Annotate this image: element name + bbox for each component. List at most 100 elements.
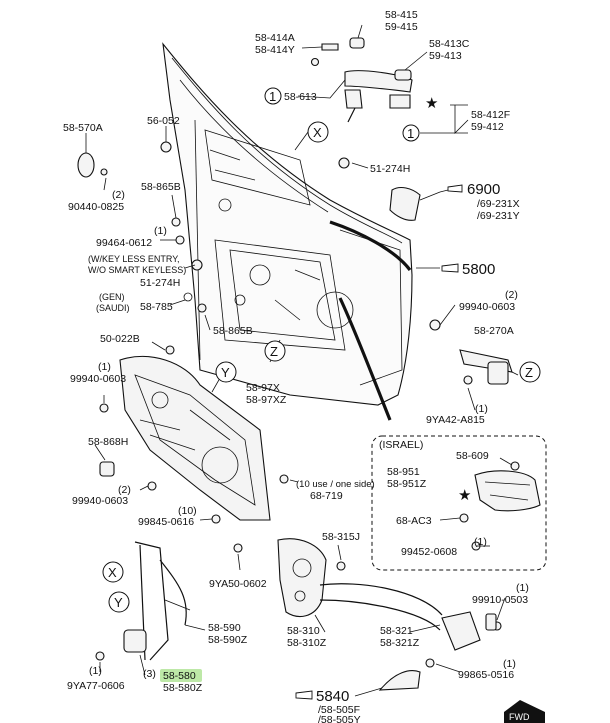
label-58-590Z: 58-590Z xyxy=(208,634,248,646)
label-58-414A: 58-414A xyxy=(255,32,295,44)
marker-1-text: 1 xyxy=(269,89,276,104)
label-qty-1: (1) xyxy=(516,582,529,594)
label-58-505Y: /58-505Y xyxy=(318,714,361,723)
ref-markers: 1 1 X X Y Y Z Z xyxy=(102,87,541,613)
ref-arrow-icon xyxy=(295,690,313,700)
label-58-865B-bottom: 58-865B xyxy=(213,325,253,337)
note-gen: (GEN) xyxy=(99,292,125,302)
label-99940-0603-bottom: 99940-0603 xyxy=(72,495,128,507)
label-59-415: 59-415 xyxy=(385,21,418,33)
label-qty-1: (1) xyxy=(89,665,102,677)
highlight-58-580 xyxy=(160,669,202,682)
inner-handle xyxy=(441,611,497,651)
marker-z-text: Z xyxy=(270,344,278,359)
ref-arrow-icon xyxy=(441,263,459,273)
handle-bezel xyxy=(389,186,421,221)
label-58-412F: 58-412F xyxy=(471,109,510,121)
label-99845-0616: 99845-0616 xyxy=(138,516,194,528)
marker-1 xyxy=(402,124,420,142)
label-99910-0503: 99910-0503 xyxy=(472,594,528,606)
label-5800: 5800 xyxy=(462,261,495,278)
label-qty-1: (1) xyxy=(98,361,111,373)
marker-y-text: Y xyxy=(221,365,230,380)
label-58-415: 58-415 xyxy=(385,9,418,21)
fwd-label: FWD xyxy=(509,712,530,722)
inner-panel-module xyxy=(119,356,271,521)
marker-x-text: X xyxy=(108,565,117,580)
label-68-719: 68-719 xyxy=(310,490,343,502)
label-58-97XZ: 58-97XZ xyxy=(246,394,287,406)
label-99940-0603-right: 99940-0603 xyxy=(459,301,515,313)
part-labels: 58-415 59-415 58-414A 58-414Y 58-413C 59… xyxy=(63,9,529,723)
label-99452-0608: 99452-0608 xyxy=(401,546,457,558)
israel-part xyxy=(474,470,541,512)
label-58-785: 58-785 xyxy=(140,301,173,313)
label-qty-1: (1) xyxy=(503,658,516,670)
label-59-413: 59-413 xyxy=(429,50,462,62)
marker-z xyxy=(264,340,286,362)
label-51-274H-top: 51-274H xyxy=(370,163,410,175)
label-58-951Z: 58-951Z xyxy=(387,478,427,490)
label-qty-2: (2) xyxy=(505,289,518,301)
door-latch xyxy=(277,538,327,618)
marker-x xyxy=(102,561,124,583)
window-regulator xyxy=(123,541,191,661)
label-qty-3: (3) xyxy=(143,668,156,680)
label-qty-10: (10) xyxy=(178,505,197,517)
marker-z xyxy=(519,361,541,383)
label-58-570A: 58-570A xyxy=(63,122,103,134)
note-use-per-side: (10 use / one side) xyxy=(296,479,375,490)
label-59-412: 59-412 xyxy=(471,121,504,133)
label-58-315J: 58-315J xyxy=(322,531,360,543)
marker-y xyxy=(108,591,130,613)
label-qty-2: (2) xyxy=(118,484,131,496)
marker-1-text: 1 xyxy=(407,126,414,141)
note-keyless-line1: (W/KEY LESS ENTRY, xyxy=(88,254,180,264)
label-56-052: 56-052 xyxy=(147,115,180,127)
label-69-231X: /69-231X xyxy=(477,198,520,210)
label-99940-0603-left: 99940-0603 xyxy=(70,373,126,385)
label-58-310Z: 58-310Z xyxy=(287,637,327,649)
label-israel: (ISRAEL) xyxy=(379,439,423,451)
label-58-270A: 58-270A xyxy=(474,325,514,337)
marker-y xyxy=(215,361,237,383)
marker-1 xyxy=(264,87,282,105)
star-marker: ★ xyxy=(458,487,471,504)
label-68-AC3: 68-AC3 xyxy=(396,515,432,527)
label-qty-2: (2) xyxy=(112,189,125,201)
label-58-590: 58-590 xyxy=(208,622,241,634)
label-99865-0516: 99865-0516 xyxy=(458,669,514,681)
note-saudi: (SAUDI) xyxy=(96,303,130,313)
label-58-321Z: 58-321Z xyxy=(380,637,420,649)
label-qty-1: (1) xyxy=(154,225,167,237)
outer-handle-assembly xyxy=(310,37,421,221)
label-9YA42-A815: 9YA42-A815 xyxy=(426,414,485,426)
star-marker: ★ xyxy=(425,95,438,112)
label-99464-0612: 99464-0612 xyxy=(96,237,152,249)
label-qty-1: (1) xyxy=(474,536,487,548)
label-58-580: 58-580 xyxy=(163,670,196,682)
label-9YA50-0602: 9YA50-0602 xyxy=(209,578,267,590)
label-58-310: 58-310 xyxy=(287,625,320,637)
label-6900: 6900 xyxy=(467,181,500,198)
weatherstrip-5800 xyxy=(338,297,392,421)
lock-switch-part xyxy=(378,670,421,691)
weatherstrip-6900 xyxy=(329,220,412,271)
israel-inset xyxy=(371,435,547,571)
fwd-arrow-icon xyxy=(504,700,545,723)
lock-cable xyxy=(319,583,443,616)
label-58-580Z: 58-580Z xyxy=(163,682,203,694)
label-69-231Y: /69-231Y xyxy=(477,210,520,222)
label-58-414Y: 58-414Y xyxy=(255,44,295,56)
door-shell xyxy=(162,42,413,406)
label-qty-1: (1) xyxy=(475,403,488,415)
label-5840: 5840 xyxy=(316,688,349,705)
label-58-609: 58-609 xyxy=(456,450,489,462)
label-58-505F: /58-505F xyxy=(318,704,360,716)
label-9YA77-0606: 9YA77-0606 xyxy=(67,680,125,692)
marker-z-text: Z xyxy=(525,365,533,380)
ref-arrow-icon xyxy=(447,184,463,193)
label-58-613: 58-613 xyxy=(284,91,317,103)
note-keyless-line2: W/O SMART KEYLESS) xyxy=(88,265,186,275)
